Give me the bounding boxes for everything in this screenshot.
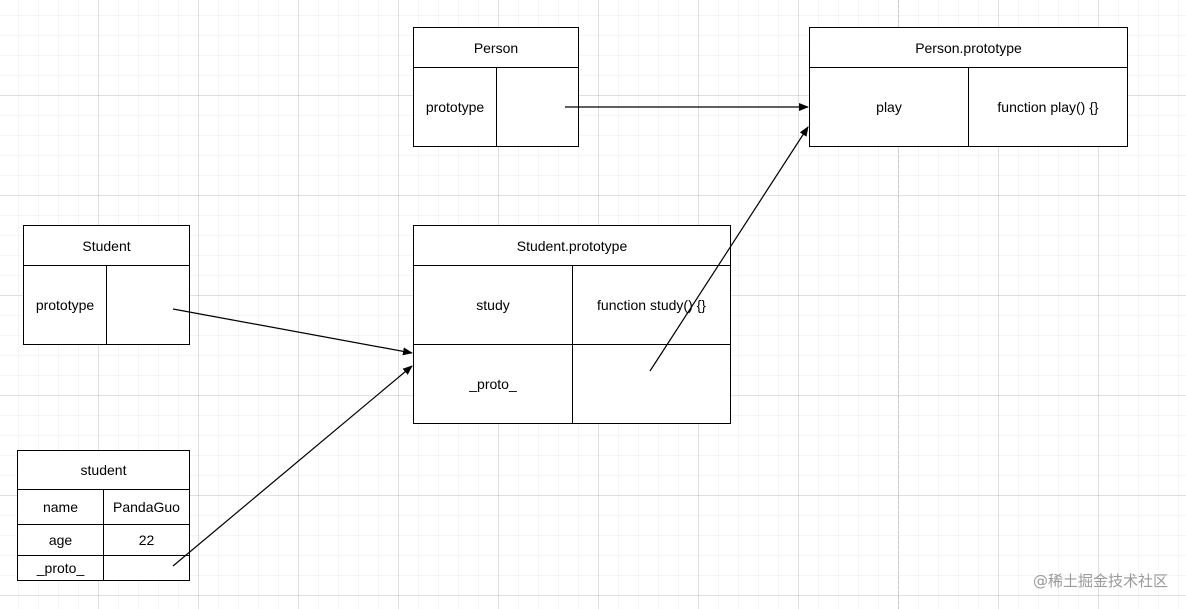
arrow-student-prototype-to-person-prototype — [649, 126, 809, 372]
arrow-instance-proto-to-student-prototype — [172, 365, 413, 567]
student-instance-row-divider — [18, 524, 189, 525]
student-prototype-method-name: study — [476, 297, 510, 313]
student-field-name-key: name — [42, 499, 79, 515]
student-field-age-key: age — [48, 532, 73, 548]
person-prototype-title: Person.prototype — [810, 28, 1127, 68]
student-field-age-value: 22 — [138, 532, 155, 548]
student-prototype-method-value: function study() {} — [597, 297, 706, 313]
page-divider — [898, 0, 899, 609]
student-instance-divider — [103, 490, 104, 580]
person-prototype-label: prototype — [425, 99, 485, 115]
student-field-proto-key: _proto_ — [36, 560, 85, 576]
student-prototype-box: Student.prototype study function study()… — [413, 225, 731, 424]
student-prototype-row-divider — [414, 344, 730, 345]
student-field-name-value: PandaGuo — [113, 499, 180, 515]
person-box: Person prototype — [413, 27, 579, 147]
student-constructor-box: Student prototype — [23, 225, 190, 345]
student-instance-title: student — [18, 451, 189, 490]
student-instance-box: student name PandaGuo age 22 _proto_ — [17, 450, 190, 581]
student-constructor-divider — [106, 266, 107, 344]
person-prototype-method-value: function play() {} — [997, 99, 1099, 115]
person-prototype-divider — [968, 68, 969, 146]
watermark: @稀土掘金技术社区 — [1032, 572, 1168, 590]
student-instance-row-divider — [18, 555, 189, 556]
person-title: Person — [414, 28, 578, 68]
student-prototype-title: Student.prototype — [414, 226, 730, 266]
student-prototype-label: prototype — [35, 297, 95, 313]
person-prototype-method-name: play — [876, 99, 902, 115]
person-prototype-box: Person.prototype play function play() {} — [809, 27, 1128, 147]
arrow-student-to-student-prototype — [172, 308, 413, 356]
student-constructor-title: Student — [24, 226, 189, 266]
student-prototype-proto-label: _proto_ — [469, 376, 517, 392]
person-divider — [496, 68, 497, 146]
